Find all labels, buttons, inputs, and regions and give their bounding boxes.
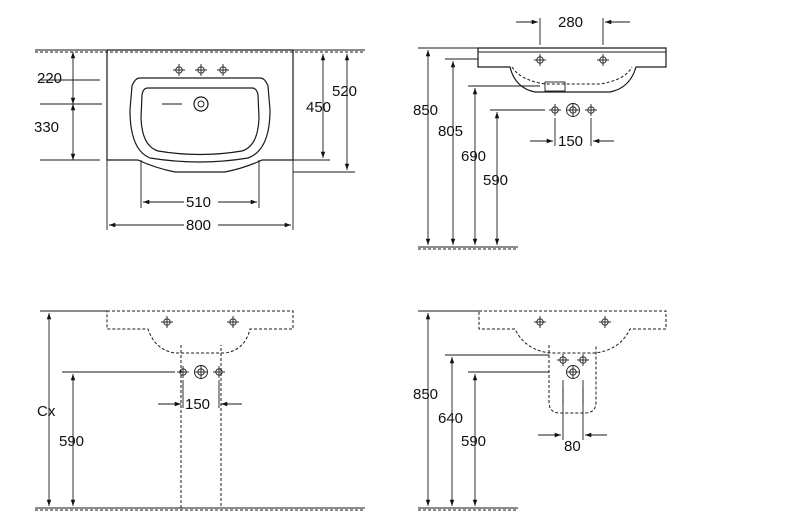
dim-cx-label: Cx <box>37 403 56 420</box>
tap-hole-icon <box>596 53 610 67</box>
drain-connection-icon <box>566 103 580 117</box>
connection-hole-icon <box>584 103 598 117</box>
dim-805-label: 805 <box>438 123 463 140</box>
side-trap <box>544 81 566 92</box>
dim-590-label: 590 <box>461 433 486 450</box>
dim-520-label: 520 <box>332 83 357 100</box>
tap-hole-icon <box>226 315 240 329</box>
tap-hole-icon <box>160 315 174 329</box>
tap-hole-icon <box>533 315 547 329</box>
dim-80-label: 80 <box>564 438 581 455</box>
drain-connection-icon <box>194 365 208 379</box>
pedestal-basin-outline <box>106 310 294 354</box>
drain-connection-icon <box>566 365 580 379</box>
semi-pedestal <box>548 345 597 414</box>
basin-outline <box>106 49 294 173</box>
dim-150-label: 150 <box>185 396 210 413</box>
dim-590-label: 590 <box>59 433 84 450</box>
drain-connection-icon <box>566 103 580 117</box>
dim-850-label: 850 <box>413 386 438 403</box>
dim-150-label: 150 <box>558 133 583 150</box>
top-view: 220 330 450 520 510 800 <box>34 49 365 234</box>
side-basin-hidden <box>511 66 633 85</box>
dim-690-label: 690 <box>461 148 486 165</box>
connection-hole-icon <box>548 103 562 117</box>
tap-hole-icon <box>533 53 547 67</box>
connection-hole-icon <box>212 365 226 379</box>
tap-hole-icon <box>194 63 208 77</box>
basin-bowl <box>129 77 271 163</box>
front-pedestal-view: Cx 590 150 <box>35 310 365 511</box>
side-basin-outline <box>477 47 667 93</box>
dim-220-label: 220 <box>37 70 62 87</box>
tap-hole-icon <box>216 63 230 77</box>
dim-510-label: 510 <box>186 194 211 211</box>
front-semi-pedestal-view: 850 640 590 80 <box>413 310 667 511</box>
side-view: 280 850 805 690 590 150 <box>413 14 667 250</box>
connection-hole-icon <box>576 353 590 367</box>
basin-bowl-inner <box>140 87 260 156</box>
dim-590-label: 590 <box>483 172 508 189</box>
dim-330-label: 330 <box>34 119 59 136</box>
drain-inner-icon <box>197 100 205 108</box>
dim-640-label: 640 <box>438 410 463 427</box>
connection-hole-icon <box>556 353 570 367</box>
drain-connection-icon <box>566 365 580 379</box>
connection-hole-icon <box>176 365 190 379</box>
drain-connection-icon <box>194 365 208 379</box>
dim-800-label: 800 <box>186 217 211 234</box>
dim-280-label: 280 <box>558 14 583 31</box>
tap-hole-icon <box>598 315 612 329</box>
drain-icon <box>193 96 209 112</box>
dim-450-label: 450 <box>306 99 331 116</box>
semi-basin-outline <box>478 310 667 354</box>
dim-850-label: 850 <box>413 102 438 119</box>
tap-hole-icon <box>172 63 186 77</box>
